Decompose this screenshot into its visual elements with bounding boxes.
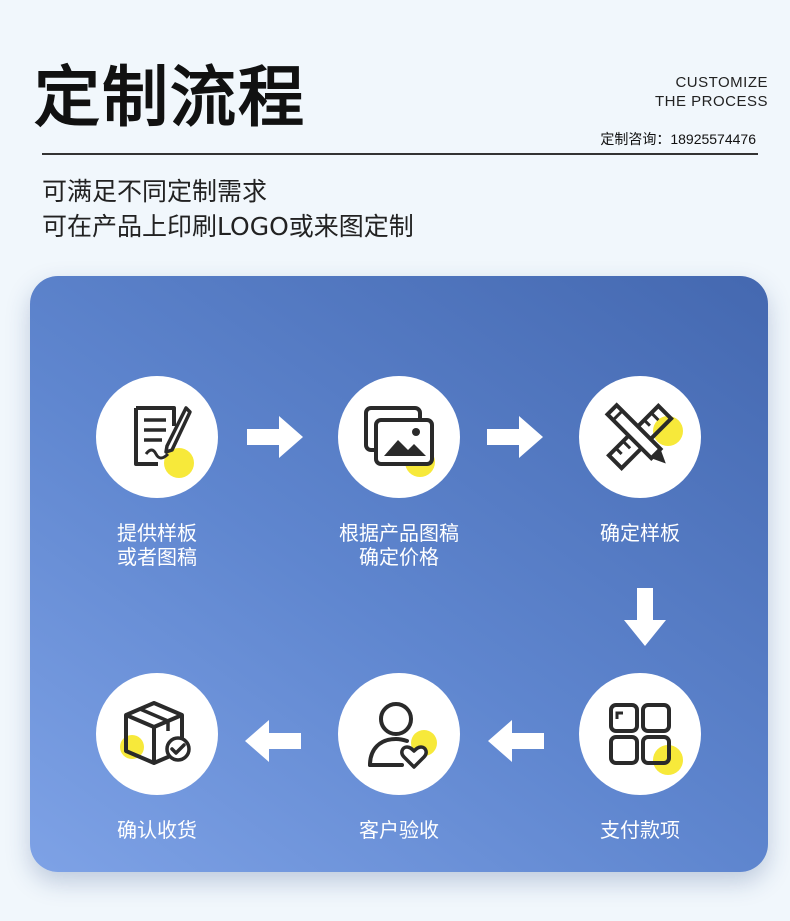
english-subtitle-line2: THE PROCESS [654, 93, 768, 110]
images-icon [364, 406, 435, 477]
step-circle [338, 673, 460, 795]
step-circle [96, 376, 218, 498]
grid-apps-icon [609, 703, 683, 775]
step-circle [96, 673, 218, 795]
package-check-icon [120, 701, 191, 765]
step-label: 提供样板 或者图稿 [117, 521, 197, 569]
step-acceptance: 客户验收 [314, 673, 484, 842]
english-subtitle-line1: CUSTOMIZE [675, 74, 768, 91]
step-label: 根据产品图稿 确定价格 [339, 521, 459, 569]
step-confirm-sample: 确定样板 [555, 376, 725, 545]
step-label: 客户验收 [359, 818, 439, 842]
step-payment: 支付款项 [555, 673, 725, 842]
step-circle [579, 673, 701, 795]
divider [42, 153, 758, 155]
user-heart-icon [368, 702, 437, 769]
arrow-left-icon [488, 720, 544, 762]
arrow-down-icon [624, 588, 666, 646]
arrow-right-icon [487, 416, 543, 458]
description-line2: 可在产品上印刷LOGO或来图定制 [42, 212, 414, 241]
step-circle [579, 376, 701, 498]
step-label: 确定样板 [600, 521, 680, 545]
description: 可满足不同定制需求 可在产品上印刷LOGO或来图定制 [42, 174, 414, 244]
step-label: 支付款项 [600, 818, 680, 842]
arrow-right-icon [247, 416, 303, 458]
step-confirm-receipt: 确认收货 [72, 673, 242, 842]
step-quote-price: 根据产品图稿 确定价格 [314, 376, 484, 569]
step-circle [338, 376, 460, 498]
contact-phone: 定制咨询：18925574476 [600, 131, 756, 147]
process-panel: 提供样板 或者图稿 根据产品图稿 确定价格 [30, 276, 768, 872]
page-title: 定制流程 [34, 59, 306, 136]
document-pen-icon [134, 406, 194, 478]
step-provide-sample: 提供样板 或者图稿 [72, 376, 242, 569]
english-subtitle: CUSTOMIZE THE PROCESS [655, 73, 768, 111]
pencil-ruler-icon [604, 402, 683, 471]
step-label: 确认收货 [117, 818, 197, 842]
arrow-left-icon [245, 720, 301, 762]
description-line1: 可满足不同定制需求 [42, 177, 268, 206]
